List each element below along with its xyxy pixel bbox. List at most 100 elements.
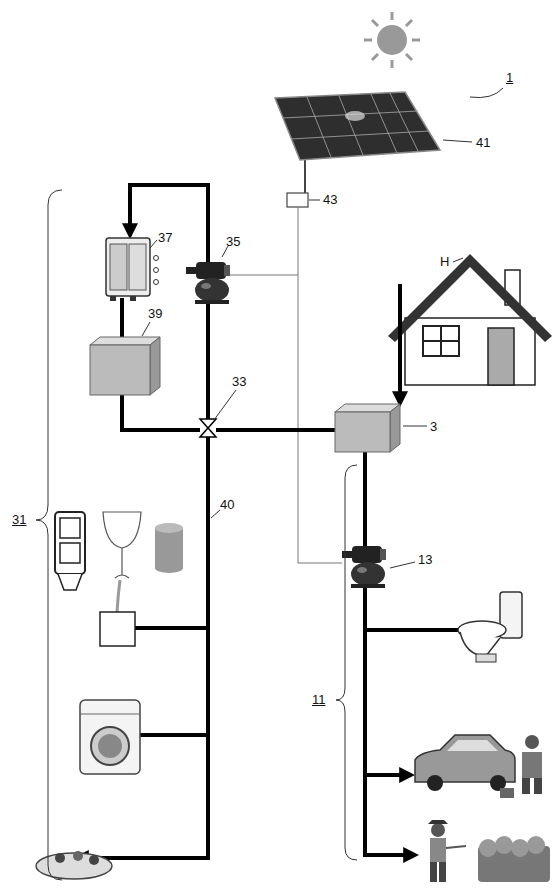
drink-appliances <box>103 512 141 548</box>
group-bracket <box>336 465 357 860</box>
filter-unit <box>106 238 150 296</box>
filter-unit <box>154 268 159 273</box>
valve-symbol <box>200 419 216 437</box>
sun <box>391 12 394 20</box>
garden <box>511 839 529 857</box>
garden <box>430 862 437 882</box>
solar-panel <box>371 94 397 153</box>
sun <box>364 39 372 42</box>
garden <box>446 846 466 848</box>
solar-panel <box>390 93 418 151</box>
leader-line <box>403 426 427 427</box>
washing-machine <box>98 734 122 758</box>
house <box>423 340 459 342</box>
drink-appliances <box>55 512 183 646</box>
leader-line <box>214 390 236 420</box>
solar-panel <box>283 93 429 157</box>
washing-machine <box>91 727 129 765</box>
drink-appliances <box>155 528 183 573</box>
controller-box <box>287 193 308 207</box>
toilet <box>460 632 500 656</box>
group-bracket <box>36 190 62 880</box>
callout-number: 1 <box>506 70 513 85</box>
storage-tank <box>90 337 160 345</box>
rainwater-tank <box>390 404 400 452</box>
house <box>388 254 552 385</box>
valve-symbol <box>200 428 216 437</box>
water-pipe <box>365 628 458 632</box>
filter-unit <box>154 280 159 285</box>
sun <box>391 60 394 68</box>
leader-line <box>470 88 503 98</box>
callout-number: 41 <box>476 135 490 150</box>
garden <box>431 823 445 837</box>
car-wash <box>415 735 515 782</box>
sun <box>412 39 420 42</box>
filter-unit <box>110 296 116 301</box>
water-pipe <box>216 428 335 432</box>
car-wash <box>447 740 498 751</box>
toilet <box>476 654 496 662</box>
garden <box>495 836 513 854</box>
car-wash <box>522 778 530 794</box>
leader-line <box>309 200 320 201</box>
sun <box>364 12 420 68</box>
water-pipe <box>80 436 208 858</box>
house <box>488 328 514 385</box>
sun <box>406 20 412 26</box>
car-wash <box>427 775 443 791</box>
drink-appliances <box>60 543 80 563</box>
callout-number: 39 <box>148 306 162 321</box>
controller-box <box>287 193 308 207</box>
rainwater-tank <box>335 404 400 412</box>
filter-unit <box>154 256 159 261</box>
power-wire <box>228 207 342 563</box>
water-pipe <box>398 284 402 400</box>
callout-number: 33 <box>232 374 246 389</box>
filter-unit <box>129 244 146 290</box>
rainwater-tank <box>335 412 390 452</box>
drink-appliances <box>155 523 183 533</box>
garden <box>527 836 545 854</box>
filter-unit <box>106 238 159 301</box>
sun <box>377 25 407 55</box>
solar-panel <box>307 97 331 157</box>
water-pipe <box>365 452 412 855</box>
pool <box>55 853 65 863</box>
car-wash <box>525 735 539 749</box>
sun <box>372 20 378 26</box>
drink-appliances <box>60 518 80 538</box>
solar-panel <box>345 111 365 121</box>
storage-tank <box>90 345 150 395</box>
pump <box>186 262 230 304</box>
water-pipe <box>80 185 458 858</box>
callout-number: H <box>440 254 449 269</box>
leader-line <box>150 240 157 248</box>
drink-appliances <box>117 580 120 612</box>
storage-tank <box>150 337 160 395</box>
solar-panel <box>339 96 363 155</box>
drink-appliances <box>55 512 85 574</box>
power-wire <box>228 275 298 276</box>
filter-unit <box>130 296 136 301</box>
valve-symbol <box>200 419 216 428</box>
leader-line <box>390 562 415 568</box>
water-pipe <box>135 626 208 630</box>
group-bracket <box>36 190 357 880</box>
drink-appliances <box>115 575 129 578</box>
callout-number: 35 <box>226 234 240 249</box>
house <box>388 254 552 342</box>
leader-line <box>443 140 472 142</box>
sun <box>372 54 378 60</box>
water-pipe <box>365 773 408 777</box>
solar-panel <box>275 92 440 160</box>
garden <box>428 820 448 824</box>
solar-panel <box>291 131 429 139</box>
power-wire <box>298 207 342 563</box>
car-wash <box>534 778 542 794</box>
leader-line <box>211 510 220 518</box>
filter-unit <box>110 244 127 290</box>
callout-number: 37 <box>158 230 172 245</box>
